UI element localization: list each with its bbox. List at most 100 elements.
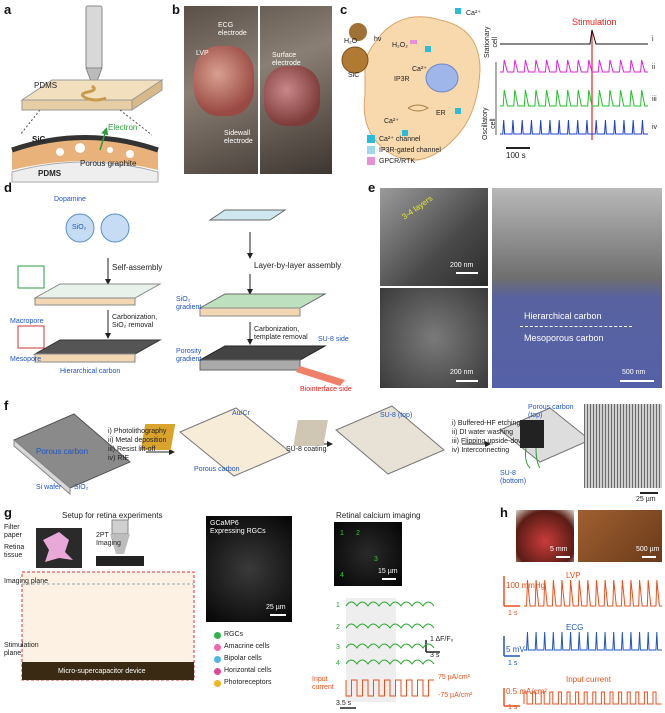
h-t1: 1 s: [508, 610, 518, 617]
trace-id-iii: iii: [652, 96, 657, 103]
porous-carbon-f2: Porous carbon: [194, 466, 240, 473]
cell-id-1: 1: [340, 530, 344, 537]
panel-label-h: h: [500, 505, 508, 520]
legend-dot: [214, 644, 221, 651]
legend-dot: [214, 668, 221, 675]
electrode-micrograph: [584, 404, 662, 488]
h-sb2: 500 µm: [636, 546, 660, 553]
calcium-image: [334, 522, 402, 586]
panel-label-g: g: [4, 505, 12, 520]
scale-bar: [456, 380, 478, 382]
h-t3: 1 s: [508, 704, 518, 711]
f-sb-label: 25 µm: [636, 496, 656, 503]
f-step2-2: ii) DI water washing: [452, 429, 514, 436]
input-current-label: Input current: [312, 676, 334, 691]
retina-trace-2: [345, 623, 435, 629]
scale-bar: [620, 380, 654, 382]
imaging-plane-label: Imaging plane: [4, 578, 48, 585]
scale-bar: [556, 556, 570, 558]
retina-trace-4: [345, 659, 435, 665]
trace-label-1: 1: [336, 602, 340, 609]
cell-id-4: 4: [340, 572, 344, 579]
trace-iv: [500, 119, 648, 135]
h2o-label: H₂O: [344, 38, 358, 45]
retina-trace-3: [345, 643, 435, 649]
f-step2-3: iii) Flipping upside-down: [452, 438, 528, 445]
legend-dot: [214, 680, 221, 687]
h-ecg-label: ECG: [566, 623, 584, 632]
sio2-label: SiO₂: [72, 224, 87, 231]
hv-label: hν: [374, 36, 382, 43]
heart-photo: [184, 6, 332, 174]
h2o2-label: H₂O₂: [392, 42, 408, 49]
legend-ip3r: IP3R-gated channel: [379, 147, 441, 154]
h-lvp-label: LVP: [566, 571, 581, 580]
sio2-f-label: SiO₂: [74, 484, 89, 491]
ca-top-label: Ca²⁺: [466, 10, 481, 17]
mesoporous-label: Mesoporous carbon: [524, 333, 604, 343]
gpcr-legend-icon: [367, 157, 375, 165]
sic-particle: [341, 46, 369, 74]
mesopore-label: Mesopore: [10, 356, 42, 363]
legend-label: Bipolar cells: [224, 655, 262, 662]
carbonization-2-label: Carbonization, template removal: [254, 326, 308, 341]
f-step2-1: i) Buffered-HF etching: [452, 420, 521, 427]
gcamp-label: GCaMP6 Expressing RGCs: [210, 520, 266, 535]
panel-label-b: b: [172, 2, 180, 17]
scale-bar: [270, 614, 286, 616]
self-assembly-label: Self-assembly: [112, 263, 163, 272]
porous-carbon-f3: Porous carbon (top): [528, 404, 574, 419]
setup-title: Setup for retina experiments: [62, 511, 163, 520]
scale-bar: [382, 578, 396, 580]
input-trace-h: [523, 691, 662, 705]
cell-id-2: 2: [356, 530, 360, 537]
trace-label-3: 3: [336, 644, 340, 651]
g-sb2: 15 µm: [378, 568, 398, 575]
minus-current-label: -75 µA/cm²: [438, 692, 473, 699]
legend-dot: [214, 656, 221, 663]
dopamine-label: Dopamine: [54, 196, 86, 203]
sem-cross-section: [492, 188, 662, 388]
ip3r-legend-icon: [367, 146, 375, 154]
ip3r-label: IP3R: [394, 76, 410, 83]
time-scale-label: 100 s: [506, 151, 526, 160]
sem-image-top: [380, 188, 488, 286]
porous-carbon-f1: Porous carbon: [36, 447, 89, 456]
trace-iii: [500, 89, 648, 107]
h-t2: 1 s: [508, 660, 518, 667]
scale-bar: [456, 272, 478, 274]
pdms-bottom-label: PDMS: [38, 169, 62, 178]
carbonization-1-label: Carbonization, SiO₂ removal: [112, 314, 158, 329]
heart-photo-h: [516, 510, 574, 562]
sio2-gradient-label: SiO₂ gradient: [176, 296, 202, 311]
input-current-trace: [345, 679, 434, 697]
divider: [520, 326, 632, 327]
h-ecg-scale: 5 mV: [506, 645, 525, 654]
su8-top-label: SU-8 (top): [380, 412, 413, 419]
ecg-electrode-label: ECG electrode: [218, 22, 247, 37]
stimulation-label: Stimulation: [572, 17, 617, 27]
lvp-label: LVP: [196, 50, 209, 57]
h-input-label: Input current: [566, 675, 611, 684]
gcamp-image: [206, 516, 292, 622]
legend-label: Amacrine cells: [224, 643, 270, 650]
panel-label-f: f: [4, 398, 9, 413]
sb-label-2: 200 nm: [450, 369, 474, 376]
sic-label: SiC: [32, 135, 46, 144]
legend-ca-channel: Ca²⁺ channel: [379, 136, 421, 143]
electron-label: Electron: [108, 123, 138, 132]
su8-side-label: SU-8 side: [318, 336, 349, 343]
legend-gpcr: GPCR/RTK: [379, 158, 416, 165]
retina-tissue-label: Retina tissue: [4, 544, 25, 559]
porous-graphite-label: Porous graphite: [80, 159, 137, 168]
biointerface-label: Biointerface side: [300, 386, 352, 393]
trace-i: [500, 29, 648, 45]
f-step1-4: iv) RIE: [108, 455, 129, 462]
panel-label-e: e: [368, 180, 376, 195]
ecg-trace: [524, 631, 662, 651]
